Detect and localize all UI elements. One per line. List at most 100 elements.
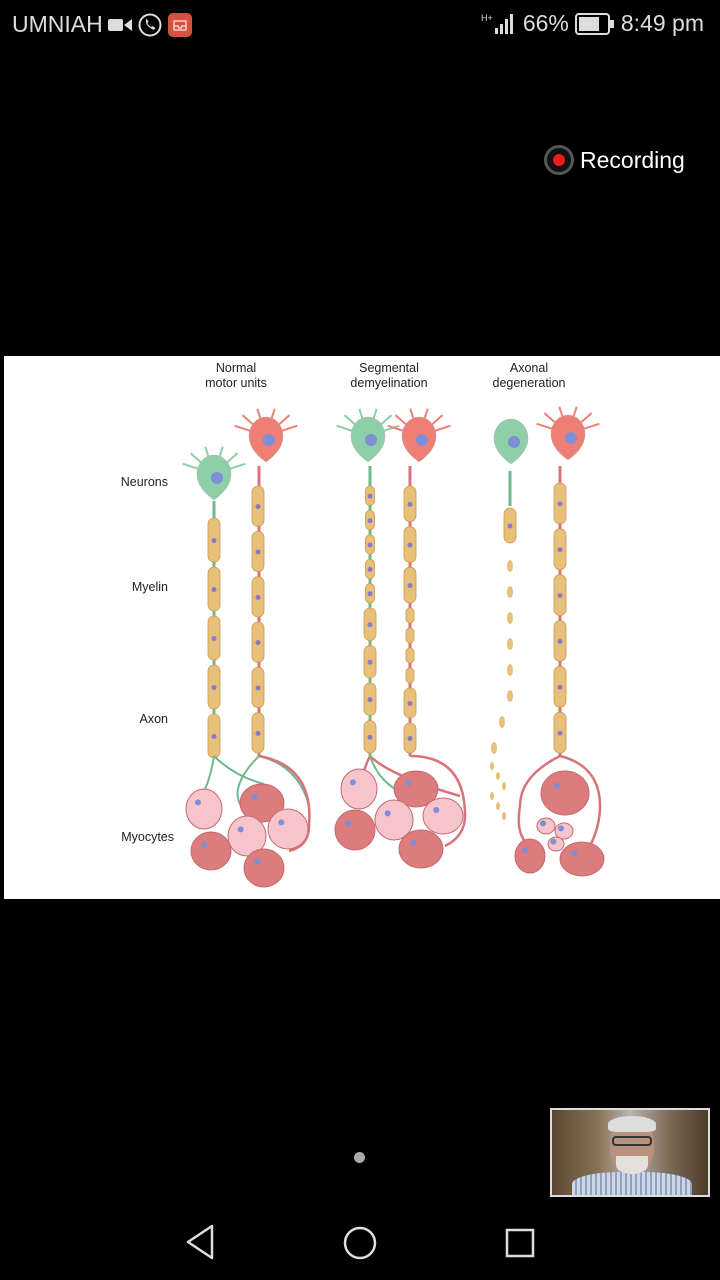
myelin-debris [491,742,497,754]
video-icon [108,19,132,31]
myocyte-nucleus [554,782,560,789]
myelin-segment-nucleus [367,591,373,597]
status-bar: UMNIAH H+ 66% 8:49 pm [0,0,720,50]
recents-icon [505,1228,535,1258]
myocyte [398,829,444,869]
myocyte-nucleus [345,820,352,827]
myelin-segment-nucleus [367,734,373,740]
atrophic-myocyte-nucleus [540,820,546,827]
myelin-segment-nucleus [557,593,563,599]
myelin-segment-nucleus [407,501,413,507]
myelin-segment [405,647,415,664]
myelin-segment [405,667,415,684]
myelin-segment-nucleus [255,640,261,646]
myelin-debris [507,690,513,702]
myocyte [393,770,439,808]
home-button[interactable] [342,1222,378,1267]
atrophic-myocyte [554,822,574,840]
presenter-video-thumbnail[interactable] [550,1108,710,1197]
degenerating-neuron-nucleus [508,436,520,448]
myelin-segment-nucleus [557,501,563,507]
myelin-segment-nucleus [367,697,373,703]
myelin-segment-nucleus [211,685,217,690]
myelin-segment-nucleus [407,542,413,548]
recents-button[interactable] [504,1222,536,1267]
row-label-axon: Axon [139,712,169,726]
myocyte-nucleus [251,793,258,800]
myelin-segment-nucleus [557,730,563,736]
myelin-segment-nucleus [211,734,217,739]
red-neuron-nucleus [565,432,577,444]
atrophic-myocyte [536,817,556,835]
myocyte-nucleus [278,819,285,826]
myocyte-nucleus [350,779,356,786]
myelin-debris [507,586,513,598]
recording-label: Recording [580,146,685,173]
myelin-segment-nucleus [211,538,217,543]
atrophic-myocyte-nucleus [550,838,557,845]
myelin-debris [490,762,494,770]
myelin-segment-nucleus [211,587,217,592]
nerve-terminals [199,755,310,807]
myelin-segment-nucleus [255,594,261,600]
myelin-segment-nucleus [367,566,373,572]
myelin-segment-nucleus [255,549,261,555]
green-neuron-nucleus [211,472,223,484]
myelin-debris [490,792,494,800]
myelin-segment-nucleus [557,547,563,553]
page-indicator [354,1152,365,1163]
battery-percent: 66% [522,10,569,36]
red-neuron-nucleus [416,434,428,446]
atrophic-myocyte-nucleus [558,825,564,832]
myelin-debris [507,664,513,676]
myocyte-nucleus [433,807,440,813]
recording-indicator: Recording [544,145,685,175]
myelin-segment-nucleus [367,542,373,548]
nerve-terminals [258,754,311,853]
red-neuron-nucleus [263,434,275,446]
myelin-segment-nucleus [255,685,261,691]
back-icon [186,1224,214,1260]
myelin-segment-nucleus [407,583,413,589]
myocyte [227,815,267,857]
atrophic-myocyte [547,836,565,852]
myocyte [374,799,414,841]
myelin-segment-nucleus [255,730,261,736]
row-label-myocytes: Myocytes [121,830,174,844]
myelin-segment-nucleus [367,622,373,628]
myocyte [422,797,464,835]
back-button[interactable] [184,1222,216,1267]
svg-text:H+: H+ [481,13,493,23]
myocyte [514,838,546,874]
record-icon [544,145,574,175]
myelin-debris [502,782,506,790]
myelin-debris [502,812,506,820]
myelin-segment-nucleus [367,493,373,499]
inbox-notification-icon [168,13,192,37]
myocyte [239,783,285,823]
myocyte-nucleus [254,858,261,865]
myocyte-nucleus [384,810,391,817]
myelin-segment [405,607,415,624]
myocyte-nucleus [405,780,412,786]
myocyte [243,848,285,888]
green-neuron-nucleus [365,434,377,446]
myocyte [267,808,309,850]
navigation-bar [0,1222,720,1266]
myocyte [340,768,378,810]
myelin-segment-nucleus [557,684,563,690]
myelin-segment [405,627,415,644]
call-icon [138,13,162,37]
myelin-debris [507,638,513,650]
battery-icon [574,12,614,35]
myelin-segment-nucleus [407,701,413,706]
myelin-debris [507,560,513,572]
motor-unit-diagram [182,406,605,888]
myocyte [185,788,223,830]
myocyte-nucleus [522,847,528,854]
myelin-debris [496,802,500,810]
myocyte-nucleus [237,826,244,833]
